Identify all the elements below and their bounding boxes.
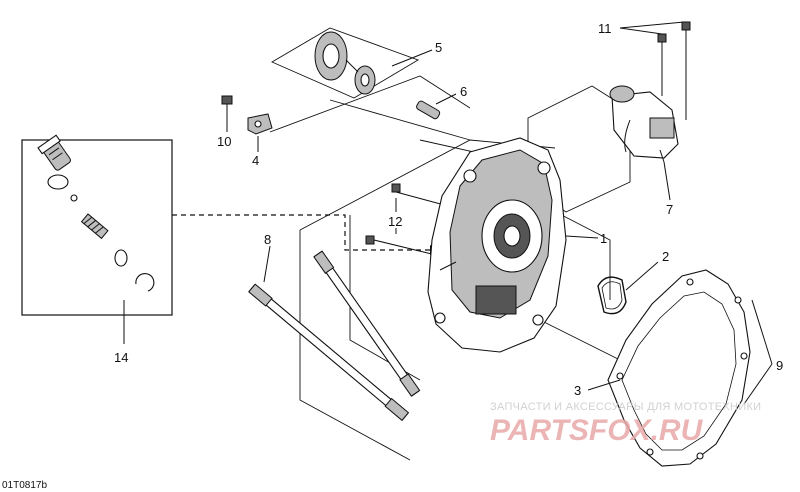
diagram-code: 01T0817b — [2, 480, 47, 491]
part-10-bolt — [221, 95, 233, 112]
callout-1: 1 — [600, 231, 607, 246]
callout-12: 12 — [388, 214, 402, 229]
callout-7: 7 — [666, 202, 673, 217]
callout-6: 6 — [460, 84, 467, 99]
callout-3: 3 — [574, 383, 581, 398]
explosion-guide-frames — [269, 27, 631, 461]
callout-9: 9 — [776, 358, 783, 373]
watermark-logo: PARTSFOX.RU — [490, 414, 704, 447]
callout-11: 11 — [598, 21, 612, 36]
part-7-starter-motor — [609, 85, 679, 163]
part-2-gasket — [597, 276, 627, 315]
callout-4: 4 — [252, 153, 259, 168]
part-1-crankcase — [427, 137, 567, 353]
callout-5: 5 — [435, 40, 442, 55]
part-12-bolts — [365, 183, 449, 257]
callout-8: 8 — [264, 232, 271, 247]
part-14-inset — [21, 134, 173, 316]
watermark-tagline: ЗАПЧАСТИ И АКСЕССУАРЫ ДЛЯ МОТОТЕХНИКИ — [490, 401, 761, 413]
part-11-bolts — [657, 21, 691, 120]
callout-labels: 1 2 3 4 5 6 7 8 9 10 11 12 14 — [114, 21, 783, 398]
part-8-studs — [248, 250, 421, 422]
leader-lines — [123, 21, 773, 405]
part-3-cover — [607, 269, 751, 467]
part-4-bracket — [247, 113, 273, 135]
callout-2: 2 — [662, 249, 669, 264]
callout-14: 14 — [114, 350, 128, 365]
part-5-gears — [314, 31, 376, 95]
callout-10: 10 — [217, 134, 231, 149]
watermark: ЗАПЧАСТИ И АКСЕССУАРЫ ДЛЯ МОТОТЕХНИКИ PA… — [490, 401, 761, 447]
part-6-pin — [416, 100, 441, 120]
